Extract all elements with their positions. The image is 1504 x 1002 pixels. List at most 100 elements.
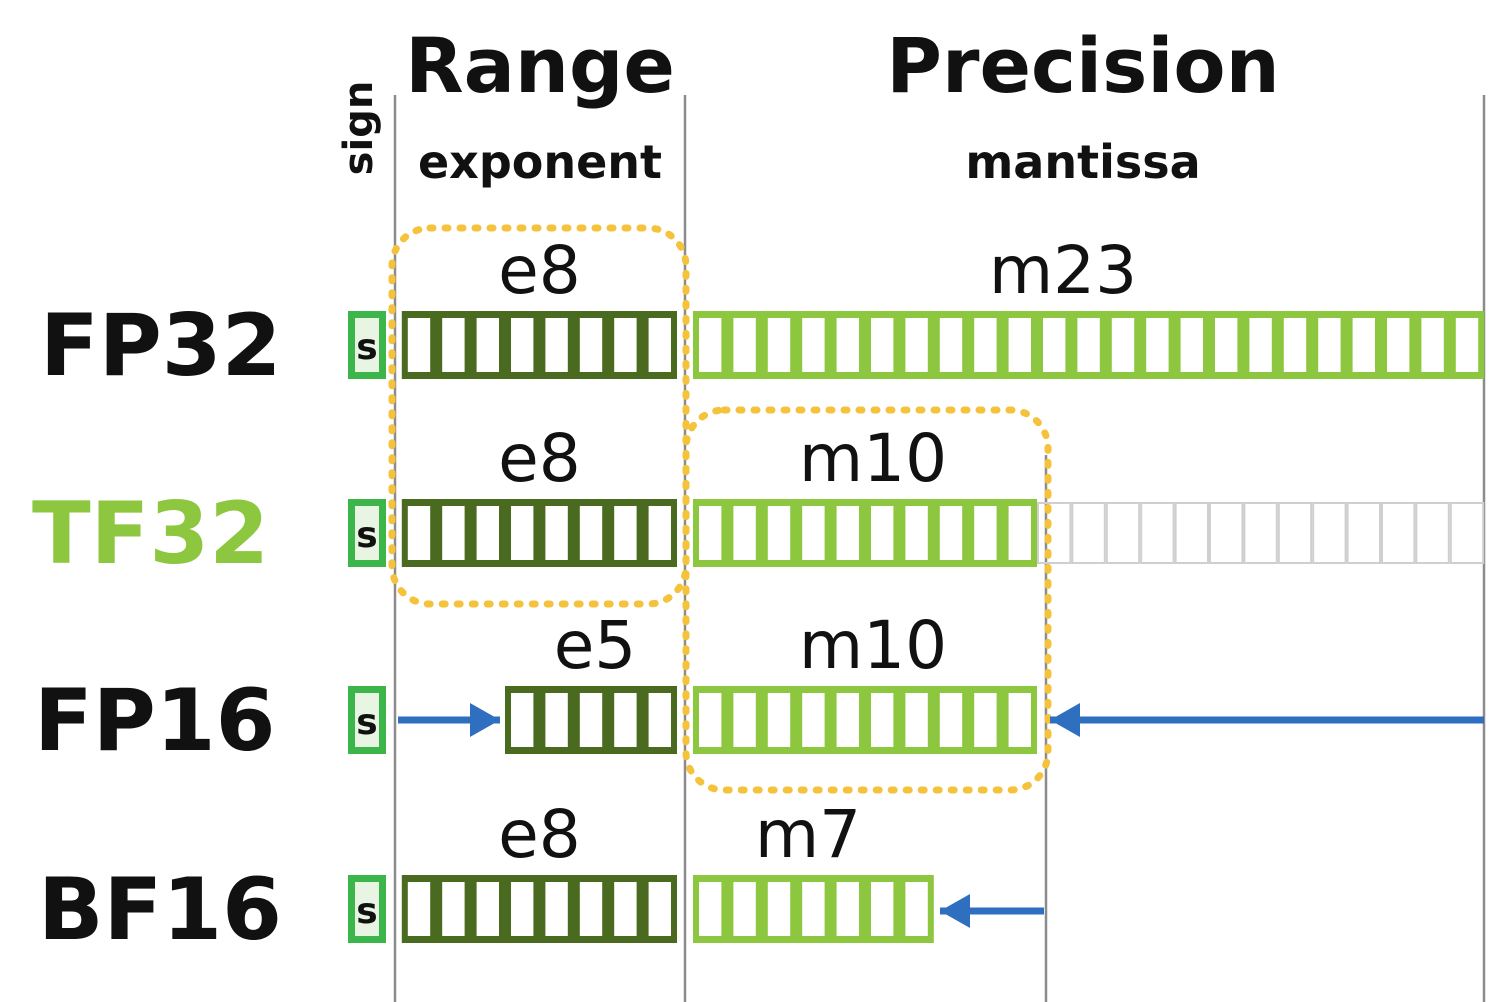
mantissa-label: m10 xyxy=(799,420,947,497)
unused-bit xyxy=(1277,502,1313,564)
unused-bit xyxy=(1105,502,1141,564)
exponent-bit xyxy=(476,318,499,372)
mantissa-bit xyxy=(1318,318,1341,372)
exponent-bit xyxy=(614,506,637,560)
sign-header: sign xyxy=(336,81,382,176)
mantissa-bit xyxy=(871,506,894,560)
unused-bit xyxy=(1381,502,1416,564)
mantissa-bit xyxy=(974,693,997,747)
mantissa-bit xyxy=(802,693,825,747)
exponent-bit xyxy=(579,693,603,747)
exponent-bit xyxy=(545,882,568,936)
exponent-bit xyxy=(442,318,465,372)
mantissa-highlight-outline xyxy=(682,406,1052,794)
sign-bit-inner xyxy=(355,693,379,747)
exponent-bit xyxy=(648,882,671,936)
mantissa-bit xyxy=(836,882,859,936)
unused-bit xyxy=(1174,502,1209,564)
exponent-field: e8 xyxy=(401,420,677,567)
exponent-label: e8 xyxy=(498,232,581,309)
arrow-head xyxy=(470,703,500,737)
exponent-bit xyxy=(579,318,603,372)
unused-bits xyxy=(1037,502,1485,564)
format-name: FP16 xyxy=(34,671,275,771)
exponent-bit xyxy=(579,882,603,936)
mantissa-bit xyxy=(939,693,963,747)
exponent-highlight-outline xyxy=(388,224,690,608)
mantissa-bit xyxy=(699,693,722,747)
mantissa-bit xyxy=(1008,318,1031,372)
exponent-bit xyxy=(407,318,431,372)
mantissa-bit xyxy=(767,693,791,747)
mantissa-bit xyxy=(802,506,825,560)
mantissa-bit xyxy=(836,506,859,560)
sign-bit: s xyxy=(348,499,386,567)
mantissa-bit xyxy=(699,506,722,560)
mantissa-bit xyxy=(1077,318,1100,372)
exponent-bit xyxy=(614,693,637,747)
mantissa-bit xyxy=(733,506,756,560)
format-name: BF16 xyxy=(38,860,282,960)
mantissa-bit xyxy=(1215,318,1238,372)
sign-bit: s xyxy=(348,875,386,943)
mantissa-bit xyxy=(733,318,756,372)
mantissa-bit xyxy=(974,506,997,560)
mantissa-bit xyxy=(871,318,894,372)
exponent-bit xyxy=(545,318,568,372)
format-name: TF32 xyxy=(32,484,269,584)
exponent-bit xyxy=(407,882,431,936)
mantissa-bit xyxy=(699,318,722,372)
unused-bit xyxy=(1071,502,1106,564)
mantissa-field: m10 xyxy=(693,420,1037,567)
mantissa-bit xyxy=(1249,318,1272,372)
exponent-field: e5 xyxy=(505,607,677,754)
sign-bit-inner xyxy=(355,506,379,560)
exponent-bit xyxy=(545,506,568,560)
mantissa-bit xyxy=(836,318,859,372)
exponent-bit xyxy=(511,506,534,560)
mantissa-bit xyxy=(767,882,791,936)
unused-bit xyxy=(1243,502,1278,564)
mantissa-bit xyxy=(905,506,928,560)
mantissa-bit xyxy=(1146,318,1169,372)
exponent-label: e8 xyxy=(498,420,581,497)
mantissa-label: m23 xyxy=(989,232,1137,309)
unused-bit xyxy=(1140,502,1175,564)
exponent-bit xyxy=(511,882,534,936)
sign-bit-label: s xyxy=(356,702,377,743)
mantissa-bit xyxy=(733,882,756,936)
sign-bit-label: s xyxy=(356,515,377,556)
unused-bit xyxy=(1209,502,1244,564)
arrows xyxy=(398,703,1484,928)
mantissa-bit xyxy=(699,882,722,936)
exponent-bit xyxy=(442,506,465,560)
exponent-header: exponent xyxy=(418,135,662,189)
fp16-mantissa-arrow xyxy=(1050,703,1484,737)
sign-bit: s xyxy=(348,311,386,379)
highlight-outlines xyxy=(388,224,1052,794)
unused-bit xyxy=(1346,502,1381,564)
mantissa-bit xyxy=(974,318,997,372)
exponent-bit xyxy=(614,318,637,372)
mantissa-bit xyxy=(939,506,963,560)
mantissa-bit xyxy=(802,318,825,372)
exponent-bit xyxy=(476,506,499,560)
exponent-field: e8 xyxy=(401,796,677,943)
mantissa-bit xyxy=(905,318,928,372)
mantissa-bit xyxy=(836,693,859,747)
mantissa-field: m23 xyxy=(693,232,1485,379)
exponent-field: e8 xyxy=(401,232,677,379)
arrow-head xyxy=(1050,703,1080,737)
mantissa-bit xyxy=(1283,318,1307,372)
format-row-tf32: TF32 s e8 m10 xyxy=(32,420,1485,584)
sign-bit-label: s xyxy=(356,327,377,368)
mantissa-bit xyxy=(1180,318,1203,372)
fp16-exponent-arrow xyxy=(398,703,500,737)
sign-bit-label: s xyxy=(356,891,377,932)
mantissa-bit xyxy=(871,693,894,747)
mantissa-bit xyxy=(1387,318,1410,372)
exponent-bit xyxy=(511,318,534,372)
